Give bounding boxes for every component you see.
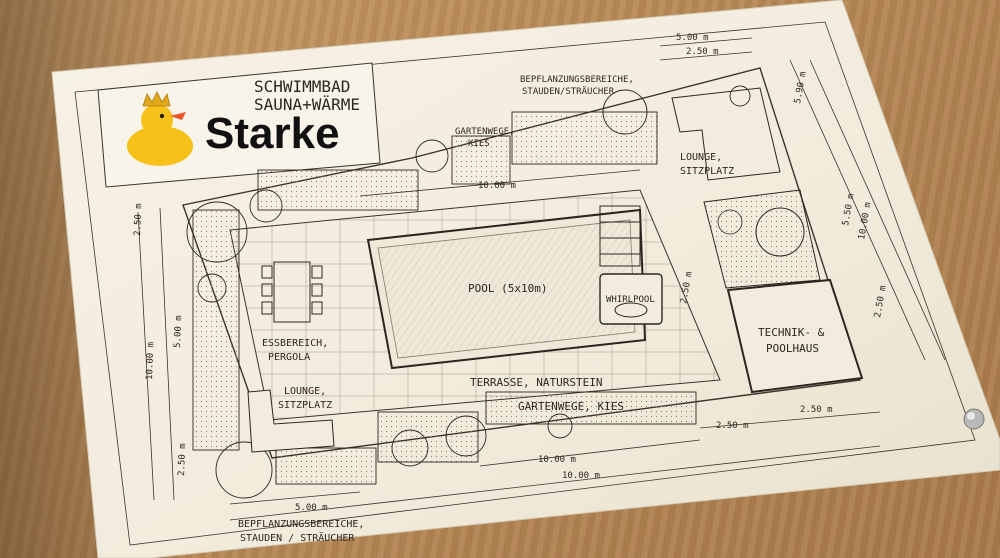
dim-left-2-5m-bottom: 2.50 m [177,443,188,476]
dining-pergola: ESSBEREICH, PERGOLA [261,261,328,363]
lounge-right-label-2: SITZPLATZ [680,166,734,177]
dimension-lines [137,37,946,521]
bepflanzung-bottom-label-2: STAUDEN / STRÄUCHER [240,531,355,544]
dim-left-5m: 5.00 m [173,315,184,348]
pool-steps [599,205,641,267]
brand-name: Starke [205,109,340,158]
whirlpool: WHIRLPOOL [599,273,663,325]
gartenwege-top-label-2: KIES [468,139,490,149]
left-planting [186,189,283,499]
whirlpool-label: WHIRLPOOL [606,295,655,305]
dim-top-2-5m: 2.50 m [686,47,719,57]
technik-label-2: POOLHAUS [766,342,819,355]
bepflanzung-top-label-2: STAUDEN/STRÄUCHER [522,86,615,97]
gartenwege-bottom-label: GARTENWEGE, KIES [518,400,624,413]
lounge-right: LOUNGE, SITZPLATZ [671,87,781,181]
gartenwege-top-label-1: GARTENWEGE, [455,127,515,137]
pool-label: POOL (5x10m) [468,282,547,295]
dim-bottom-10m-b: 10.00 m [562,471,600,481]
planting-bed-right [703,189,821,289]
lounge-left: LOUNGE, SITZPLATZ [247,386,335,453]
essbereich-label-1: ESSBEREICH, [262,338,328,349]
lounge-left-label-2: SITZPLATZ [278,400,332,411]
logo-line-1: SCHWIMMBAD [254,77,350,96]
dim-bottom-right-2-5m-a: 2.50 m [716,421,749,431]
bepflanzung-bottom-label-1: BEPFLANZUNGSBEREICHE, [238,519,364,530]
dim-bottom-10m-a: 10.00 m [538,455,576,465]
essbereich-label-2: PERGOLA [268,352,310,363]
dim-top-10m: 10.00 m [478,181,516,191]
lounge-right-label-1: LOUNGE, [680,152,722,163]
dim-left-10m: 10.00 m [145,342,156,380]
logo-box: SCHWIMMBAD SAUNA+WÄRME Starke [97,62,381,188]
dim-left-2-5m: 2.50 m [133,203,144,236]
duck-logo-icon [127,91,193,166]
terrasse-label: TERRASSE, NATURSTEIN [470,376,602,389]
pool: POOL (5x10m) [366,208,647,370]
bottom-planting [275,391,697,485]
bepflanzung-top-label-1: BEPFLANZUNGSBEREICHE, [520,75,634,85]
technik-label-1: TECHNIK- & [758,326,825,339]
sheet-border [74,21,976,546]
dim-bottom-5m: 5.00 m [295,503,328,513]
top-planting [257,85,751,211]
dim-bottom-right-2-5m-b: 2.50 m [800,405,833,415]
technik-poolhaus: TECHNIK- & POOLHAUS [726,278,864,394]
dim-top-5m: 5.00 m [676,33,709,43]
logo-line-2: SAUNA+WÄRME [254,95,360,114]
thumbtack-icon [963,408,985,430]
lounge-left-label-1: LOUNGE, [284,386,326,397]
